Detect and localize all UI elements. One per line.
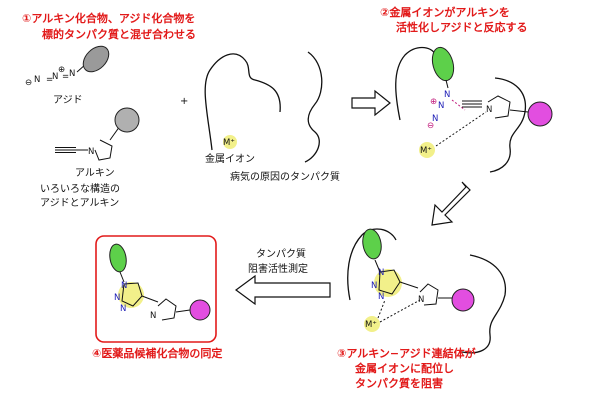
step1-caption-line1: ①アルキン化合物、アジド化合物を <box>22 11 195 25</box>
metal-ion-symbol-2: M⁺ <box>420 146 432 156</box>
svg-text:N: N <box>150 311 156 321</box>
svg-text:N: N <box>121 281 127 291</box>
alkyne-label: アルキン <box>75 168 115 179</box>
svg-text:=: = <box>46 75 53 85</box>
protein-shape <box>204 51 323 163</box>
metal-ion-highlight-2 <box>419 142 435 158</box>
svg-text:N: N <box>52 72 58 82</box>
magenta-ball-icon-3 <box>189 299 211 321</box>
svg-text:⊕: ⊕ <box>58 65 65 75</box>
down-left-arrow-icon <box>431 181 471 226</box>
svg-text:N: N <box>120 304 126 314</box>
svg-text:N: N <box>378 268 384 278</box>
gray-ball-icon <box>114 107 140 133</box>
magenta-ball-icon <box>527 101 553 127</box>
metal-ion-highlight <box>223 135 237 149</box>
gray-probe-icon <box>82 45 110 73</box>
left-arrow-icon <box>234 274 331 306</box>
svg-text:⊖: ⊖ <box>25 78 32 88</box>
plus-sign: + <box>180 96 188 107</box>
assay-line1: タンパク質 <box>256 247 306 260</box>
protein-label: 病気の原因のタンパク質 <box>230 170 340 183</box>
metal-ion-label: 金属イオン <box>205 152 255 165</box>
green-probe-icon <box>431 46 455 82</box>
various-line1: いろいろな構造の <box>40 182 120 195</box>
svg-text:N: N <box>69 69 75 79</box>
step3-caption-line3: タンパク質を阻害 <box>355 376 443 390</box>
svg-text:N: N <box>486 105 492 115</box>
svg-text:N: N <box>114 293 120 303</box>
svg-text:N: N <box>378 292 384 302</box>
metal-ion-symbol-3: M⁺ <box>365 320 377 330</box>
step3-caption-line1: ③アルキン−アジド連結体が <box>337 346 476 360</box>
svg-text:N: N <box>444 90 450 100</box>
step3-complex: N N N N M⁺ <box>347 228 507 354</box>
step1-caption-line2: 標的タンパク質と混ぜ合わせる <box>42 27 196 41</box>
alkyne-molecule: N <box>55 107 140 161</box>
svg-text:N: N <box>371 281 377 291</box>
step2-caption-line2: 活性化しアジドと反応する <box>396 20 528 34</box>
green-probe-icon-3 <box>109 243 127 273</box>
svg-text:N: N <box>438 101 444 111</box>
step2-caption-line1: ②金属イオンがアルキンを <box>380 5 510 19</box>
step2-complex: N N ⊕ N ⊖ N M⁺ <box>395 46 553 173</box>
azide-label: アジド <box>53 95 83 106</box>
metal-ion-symbol: M⁺ <box>223 138 235 148</box>
svg-text:N: N <box>88 147 94 157</box>
various-line2: アジドとアルキン <box>40 197 119 209</box>
metal-ion-highlight-3 <box>364 316 380 332</box>
right-arrow-icon <box>351 89 391 117</box>
magenta-ball-icon-2 <box>451 288 475 312</box>
candidate-compound: N N N N <box>109 243 211 321</box>
step3-caption-line2: 金属イオンに配位し <box>354 361 454 375</box>
step4-caption: ④医薬品候補化合物の同定 <box>92 346 222 360</box>
svg-text:=: = <box>62 72 69 82</box>
svg-text:N: N <box>34 75 40 85</box>
svg-text:⊕: ⊕ <box>430 97 437 107</box>
azide-molecule: ⊖ N = N ⊕ = N <box>25 45 110 88</box>
assay-line2: 阻害活性測定 <box>248 262 308 275</box>
svg-text:N: N <box>432 114 438 124</box>
svg-text:⊖: ⊖ <box>427 121 434 131</box>
green-probe-icon-2 <box>362 228 382 260</box>
svg-text:N: N <box>418 295 424 305</box>
